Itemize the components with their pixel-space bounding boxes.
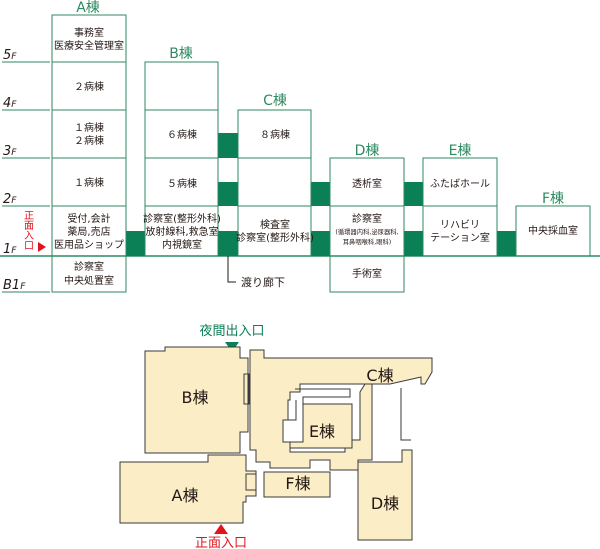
building-f-title: F棟	[542, 191, 564, 207]
section-building-c: C棟 ８病棟 検査室 診察室(整形外科)	[236, 93, 314, 257]
plan-label-f: F棟	[285, 474, 310, 493]
floor-label-2f: 2F	[3, 192, 17, 207]
corridor-label: 渡り廊下	[241, 275, 285, 289]
section-main-entrance: 正面入口	[22, 210, 46, 252]
corridor-b-c-3f	[218, 133, 238, 158]
section-view: 5F 4F 3F 2F 1F B1F 正面入口 渡り廊下	[0, 0, 600, 293]
a-5f-label-1: 事務室	[74, 26, 104, 39]
e-1f-label-2: テーション室	[430, 231, 490, 244]
corridor-b-c-2f	[218, 182, 238, 206]
floor-label-b1f: B1F	[3, 278, 26, 293]
d-2f-label: 透析室	[352, 177, 382, 190]
b-1f-label-2: 放射線科,救急室	[145, 225, 218, 238]
section-building-a: A棟 事務室 医療安全管理室 ２病棟 １病棟 ２病棟 １病棟 受付,会計 薬局,…	[51, 0, 127, 293]
plan-a-f-link	[245, 473, 257, 491]
a-4f-label: ２病棟	[74, 80, 104, 93]
corridor-c-d-2f	[311, 182, 330, 206]
a-1f-label-1: 受付,会計	[67, 212, 110, 225]
plan-label-c: C棟	[366, 366, 393, 385]
floor-labels: 5F 4F 3F 2F 1F B1F	[3, 48, 26, 293]
b-1f-label-3: 内視鏡室	[162, 238, 202, 251]
a-3f-label-2: ２病棟	[74, 134, 104, 147]
plan-building-e	[289, 403, 353, 449]
c-2f-room	[237, 157, 312, 207]
b-1f-label-1: 診察室(整形外科)	[143, 212, 221, 225]
plan-main-entrance-label: 正面入口	[195, 536, 247, 549]
plan-building-f	[263, 471, 331, 498]
section-building-e: E棟 ふたばホール リハビリ テーション室	[422, 143, 498, 257]
plan-main-entrance-arrow-icon	[214, 524, 228, 534]
corridor-annotation: 渡り廊下	[227, 256, 285, 289]
b-3f-label: ６病棟	[167, 128, 197, 141]
corridor-b-c-1f	[218, 231, 238, 256]
plan-label-d: D棟	[371, 494, 399, 513]
building-e-title: E棟	[449, 143, 472, 159]
corridors	[126, 133, 516, 256]
section-building-d: D棟 透析室 診察室 (循環器内科,泌尿器科, 耳鼻咽喉科,眼科) 手術室	[329, 143, 405, 293]
a-3f-label-1: １病棟	[74, 121, 104, 134]
c-1f-label-2: 診察室(整形外科)	[236, 231, 314, 244]
f-1f-room	[515, 205, 591, 257]
night-entrance-label: 夜間出入口	[199, 324, 264, 339]
building-b-title: B棟	[169, 46, 193, 62]
d-b1f-label: 手術室	[352, 267, 382, 280]
a-1f-label-3: 医用品ショップ	[54, 239, 124, 251]
a-b1f-label-1: 診察室	[74, 260, 104, 273]
floor-label-3f: 3F	[3, 144, 17, 159]
e-1f-label-1: リハビリ	[440, 219, 480, 231]
a-1f-label-2: 薬局,売店	[67, 225, 110, 238]
building-c-title: C棟	[263, 93, 287, 109]
floor-label-4f: 4F	[3, 96, 17, 111]
e-2f-label: ふたばホール	[430, 178, 490, 190]
plan-label-b: B棟	[182, 388, 209, 407]
section-building-f: F棟 中央採血室	[515, 191, 591, 257]
plan-building-b	[144, 346, 249, 454]
corridor-d-e-1f	[404, 231, 423, 256]
section-main-entrance-label: 正面入口	[22, 210, 34, 250]
floor-label-5f: 5F	[3, 48, 17, 63]
corridor-c-d-1f	[311, 231, 330, 256]
plan-label-a: A棟	[172, 486, 199, 505]
plan-courtyard-line-2	[288, 400, 297, 421]
d-1f-label-1: 診察室	[352, 212, 382, 225]
a-3f-room	[51, 109, 127, 159]
b-1f-room	[144, 205, 219, 257]
f-1f-label: 中央採血室	[528, 224, 578, 237]
b-4f-room	[144, 61, 219, 111]
a-2f-label: １病棟	[74, 176, 104, 189]
corridor-a-b-1f	[126, 231, 145, 256]
building-d-title: D棟	[355, 143, 380, 159]
corridor-d-e-2f	[404, 182, 423, 206]
d-b1f-room	[329, 255, 405, 293]
main-entrance-arrow-icon	[38, 242, 46, 252]
a-b1f-label-2: 中央処置室	[64, 274, 114, 287]
building-a-title: A棟	[76, 0, 100, 16]
a-b1f-room	[51, 255, 127, 293]
plan-building-a	[119, 454, 257, 524]
c-1f-label-1: 検査室	[260, 218, 290, 231]
c-1f-room	[237, 205, 312, 257]
plan-c-d-link	[400, 388, 411, 441]
corridor-leader-line	[227, 256, 236, 283]
plan-courtyard-line-1	[295, 388, 351, 404]
b-2f-label: ５病棟	[167, 177, 197, 190]
plan-building-d	[357, 449, 413, 541]
floor-lines	[0, 61, 600, 293]
e-1f-room	[422, 205, 498, 257]
d-1f-label-2: (循環器内科,泌尿器科,	[335, 227, 398, 236]
c-3f-label: ８病棟	[260, 128, 290, 141]
a-5f-label-2: 医療安全管理室	[54, 39, 124, 52]
plan-label-e: E棟	[309, 422, 335, 441]
section-building-b: B棟 ６病棟 ５病棟 診察室(整形外科) 放射線科,救急室 内視鏡室	[143, 46, 221, 257]
floor-label-1f: 1F	[3, 242, 17, 257]
plan-b-c-link	[243, 373, 250, 405]
d-1f-label-3: 耳鼻咽喉科,眼科)	[343, 237, 392, 246]
corridor-e-f-1f	[497, 231, 516, 256]
plan-view: 夜間出入口 B棟 A棟 C棟	[119, 324, 433, 549]
